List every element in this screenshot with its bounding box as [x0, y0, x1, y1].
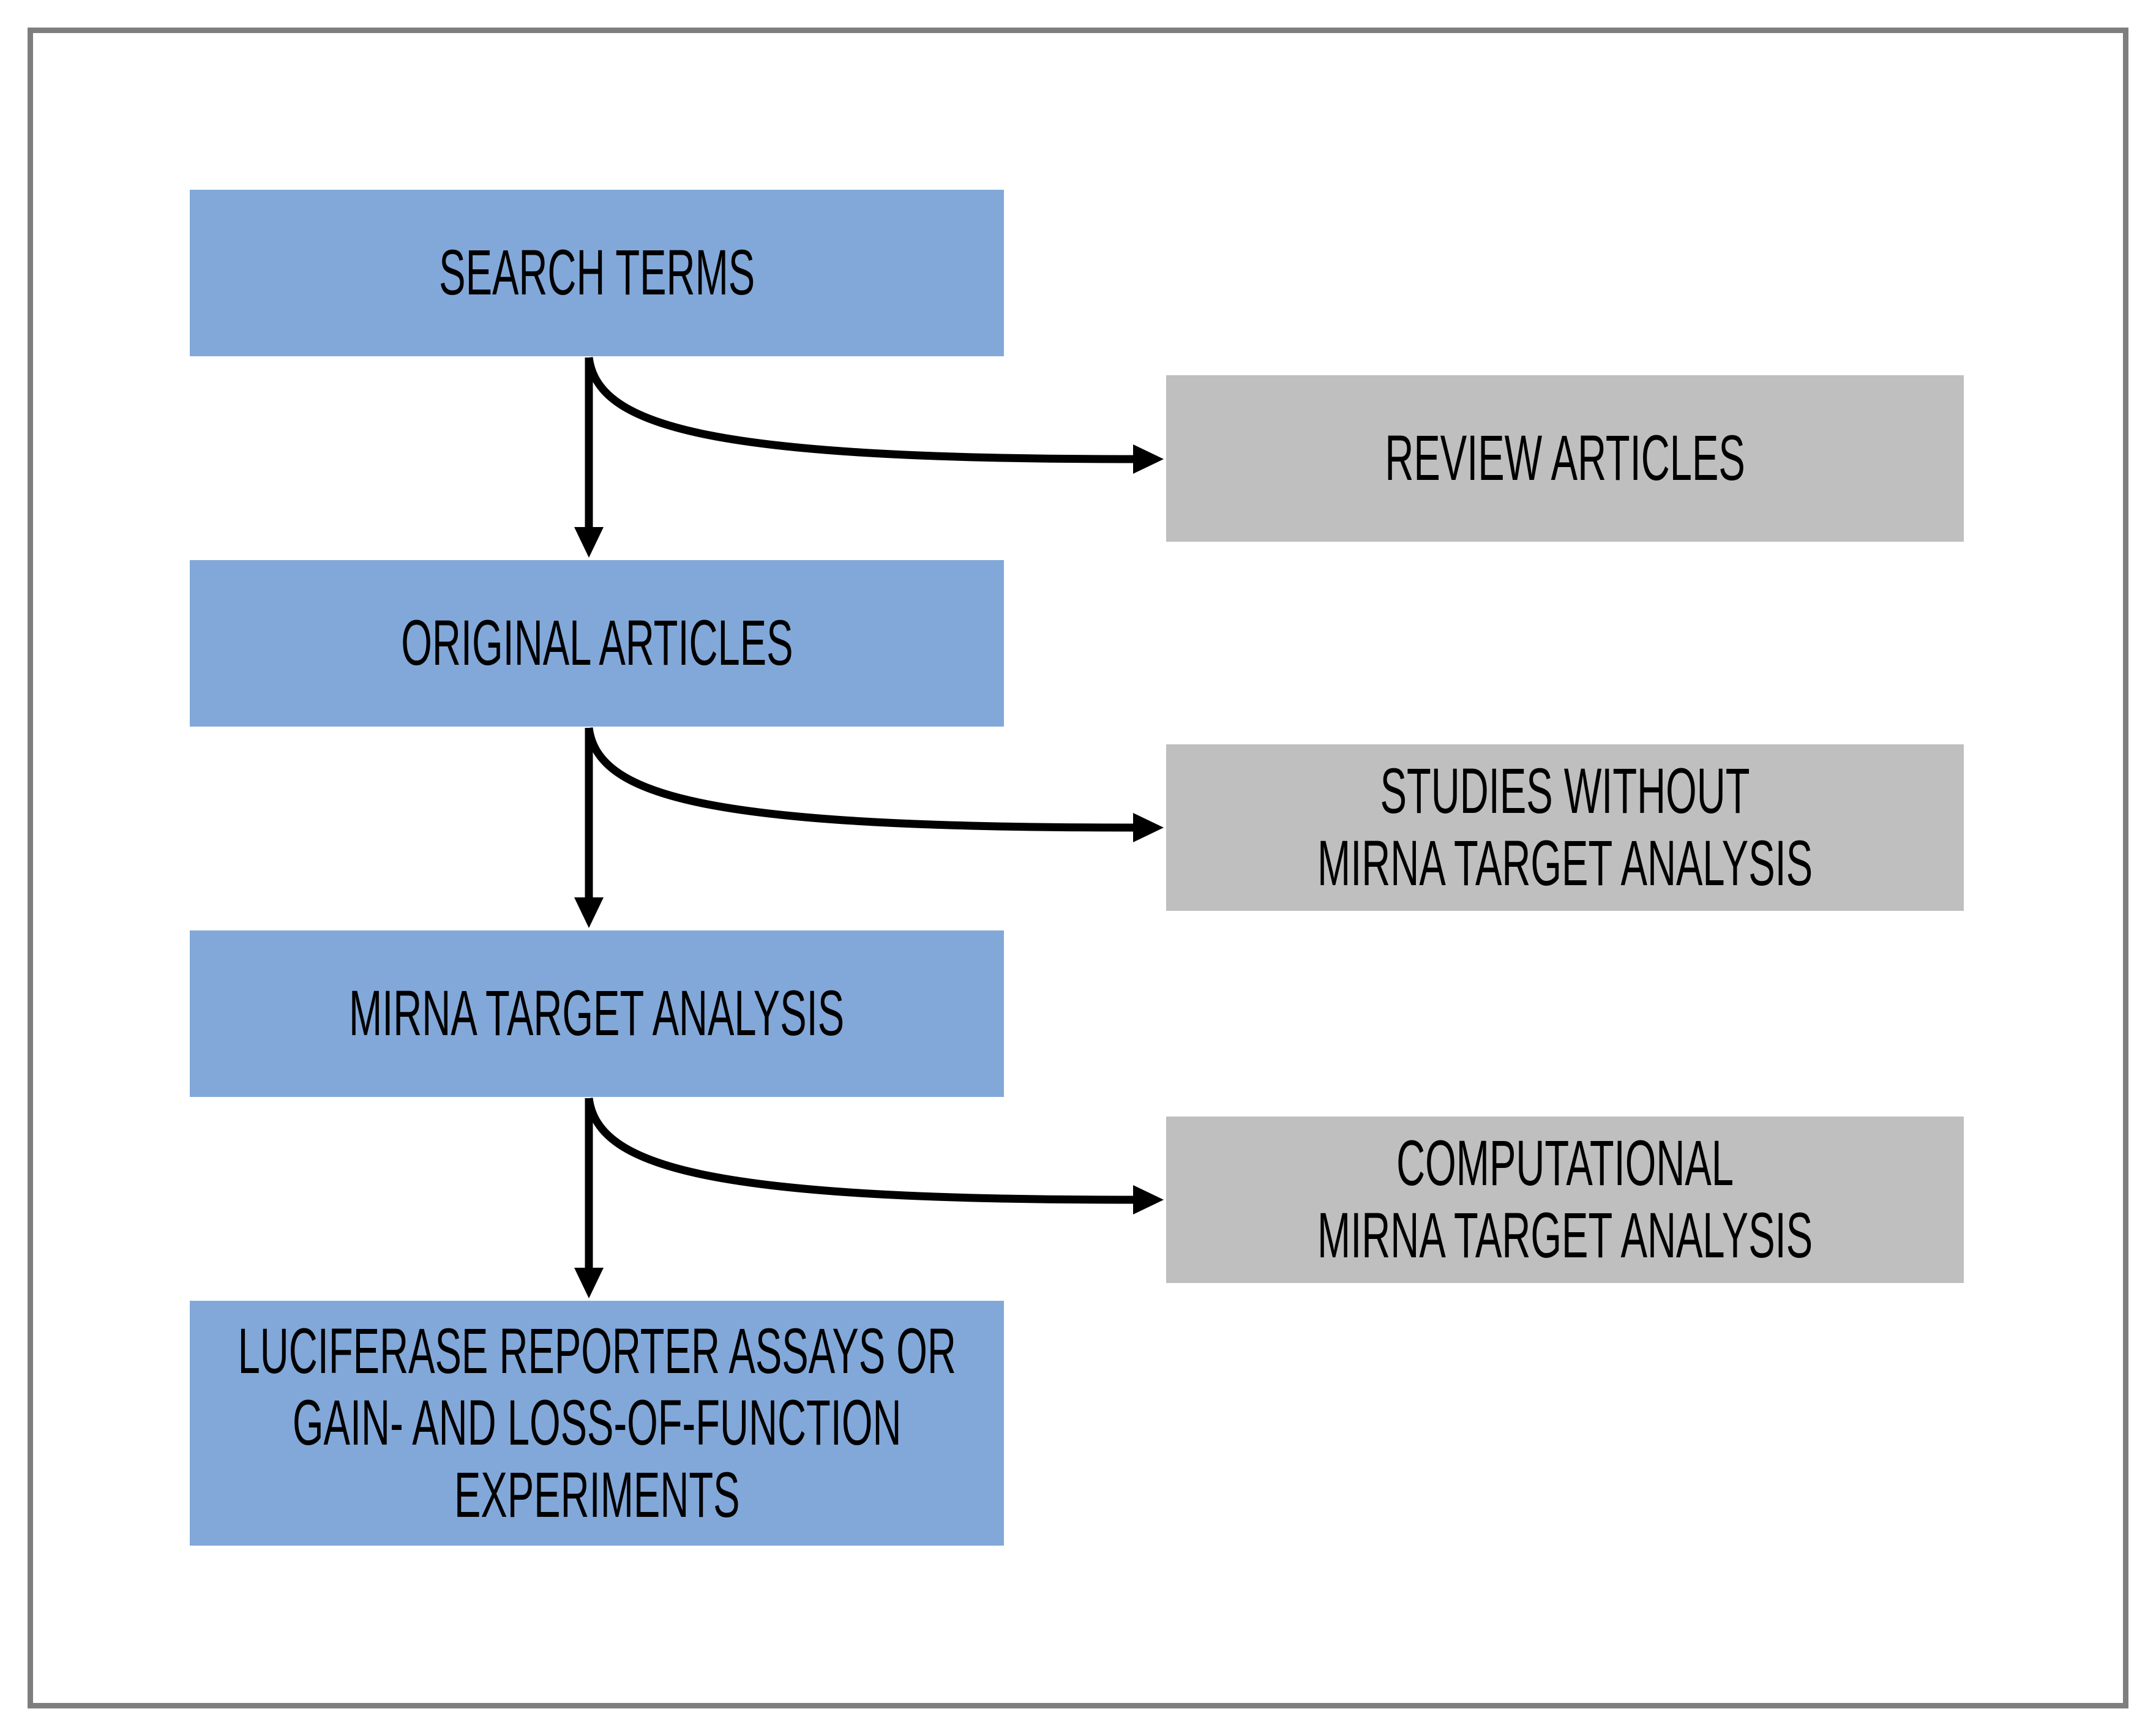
box-label-line: ORIGINAL ARTICLES — [400, 607, 793, 679]
box-label: ORIGINAL ARTICLES — [401, 607, 793, 679]
box-label-line: REVIEW ARTICLES — [1385, 422, 1745, 495]
flow-box-original-articles: ORIGINAL ARTICLES — [190, 560, 1004, 727]
flow-box-studies-without-mirna-target-analysis: STUDIES WITHOUT MIRNA TARGET ANALYSIS — [1166, 744, 1964, 911]
box-label-line: MIRNA TARGET ANALYSIS — [349, 978, 845, 1050]
box-label-line: COMPUTATIONAL — [1396, 1128, 1734, 1200]
flow-box-review-articles: REVIEW ARTICLES — [1166, 375, 1964, 542]
box-label: MIRNA TARGET ANALYSIS — [349, 978, 844, 1050]
box-label: COMPUTATIONAL MIRNA TARGET ANALYSIS — [1317, 1128, 1813, 1271]
box-label-line: MIRNA TARGET ANALYSIS — [1317, 1200, 1813, 1271]
flow-box-luciferase-experiments: LUCIFERASE REPORTER ASSAYS OR GAIN- AND … — [190, 1301, 1004, 1546]
box-label-line: SEARCH TERMS — [438, 237, 755, 309]
box-label-line: MIRNA TARGET ANALYSIS — [1317, 828, 1813, 899]
box-label: STUDIES WITHOUT MIRNA TARGET ANALYSIS — [1317, 755, 1813, 899]
box-label: REVIEW ARTICLES — [1385, 422, 1745, 495]
diagram-frame — [28, 28, 2128, 1708]
box-label-line: EXPERIMENTS — [454, 1459, 740, 1531]
flow-box-mirna-target-analysis: MIRNA TARGET ANALYSIS — [190, 930, 1004, 1097]
flow-box-computational-mirna-target-analysis: COMPUTATIONAL MIRNA TARGET ANALYSIS — [1166, 1117, 1964, 1283]
box-label: LUCIFERASE REPORTER ASSAYS OR GAIN- AND … — [238, 1315, 956, 1532]
box-label-line: GAIN- AND LOSS-OF-FUNCTION — [292, 1387, 902, 1459]
box-label-line: STUDIES WITHOUT — [1380, 755, 1750, 828]
flow-box-search-terms: SEARCH TERMS — [190, 190, 1004, 356]
box-label: SEARCH TERMS — [439, 237, 755, 309]
box-label-line: LUCIFERASE REPORTER ASSAYS OR — [238, 1315, 956, 1387]
